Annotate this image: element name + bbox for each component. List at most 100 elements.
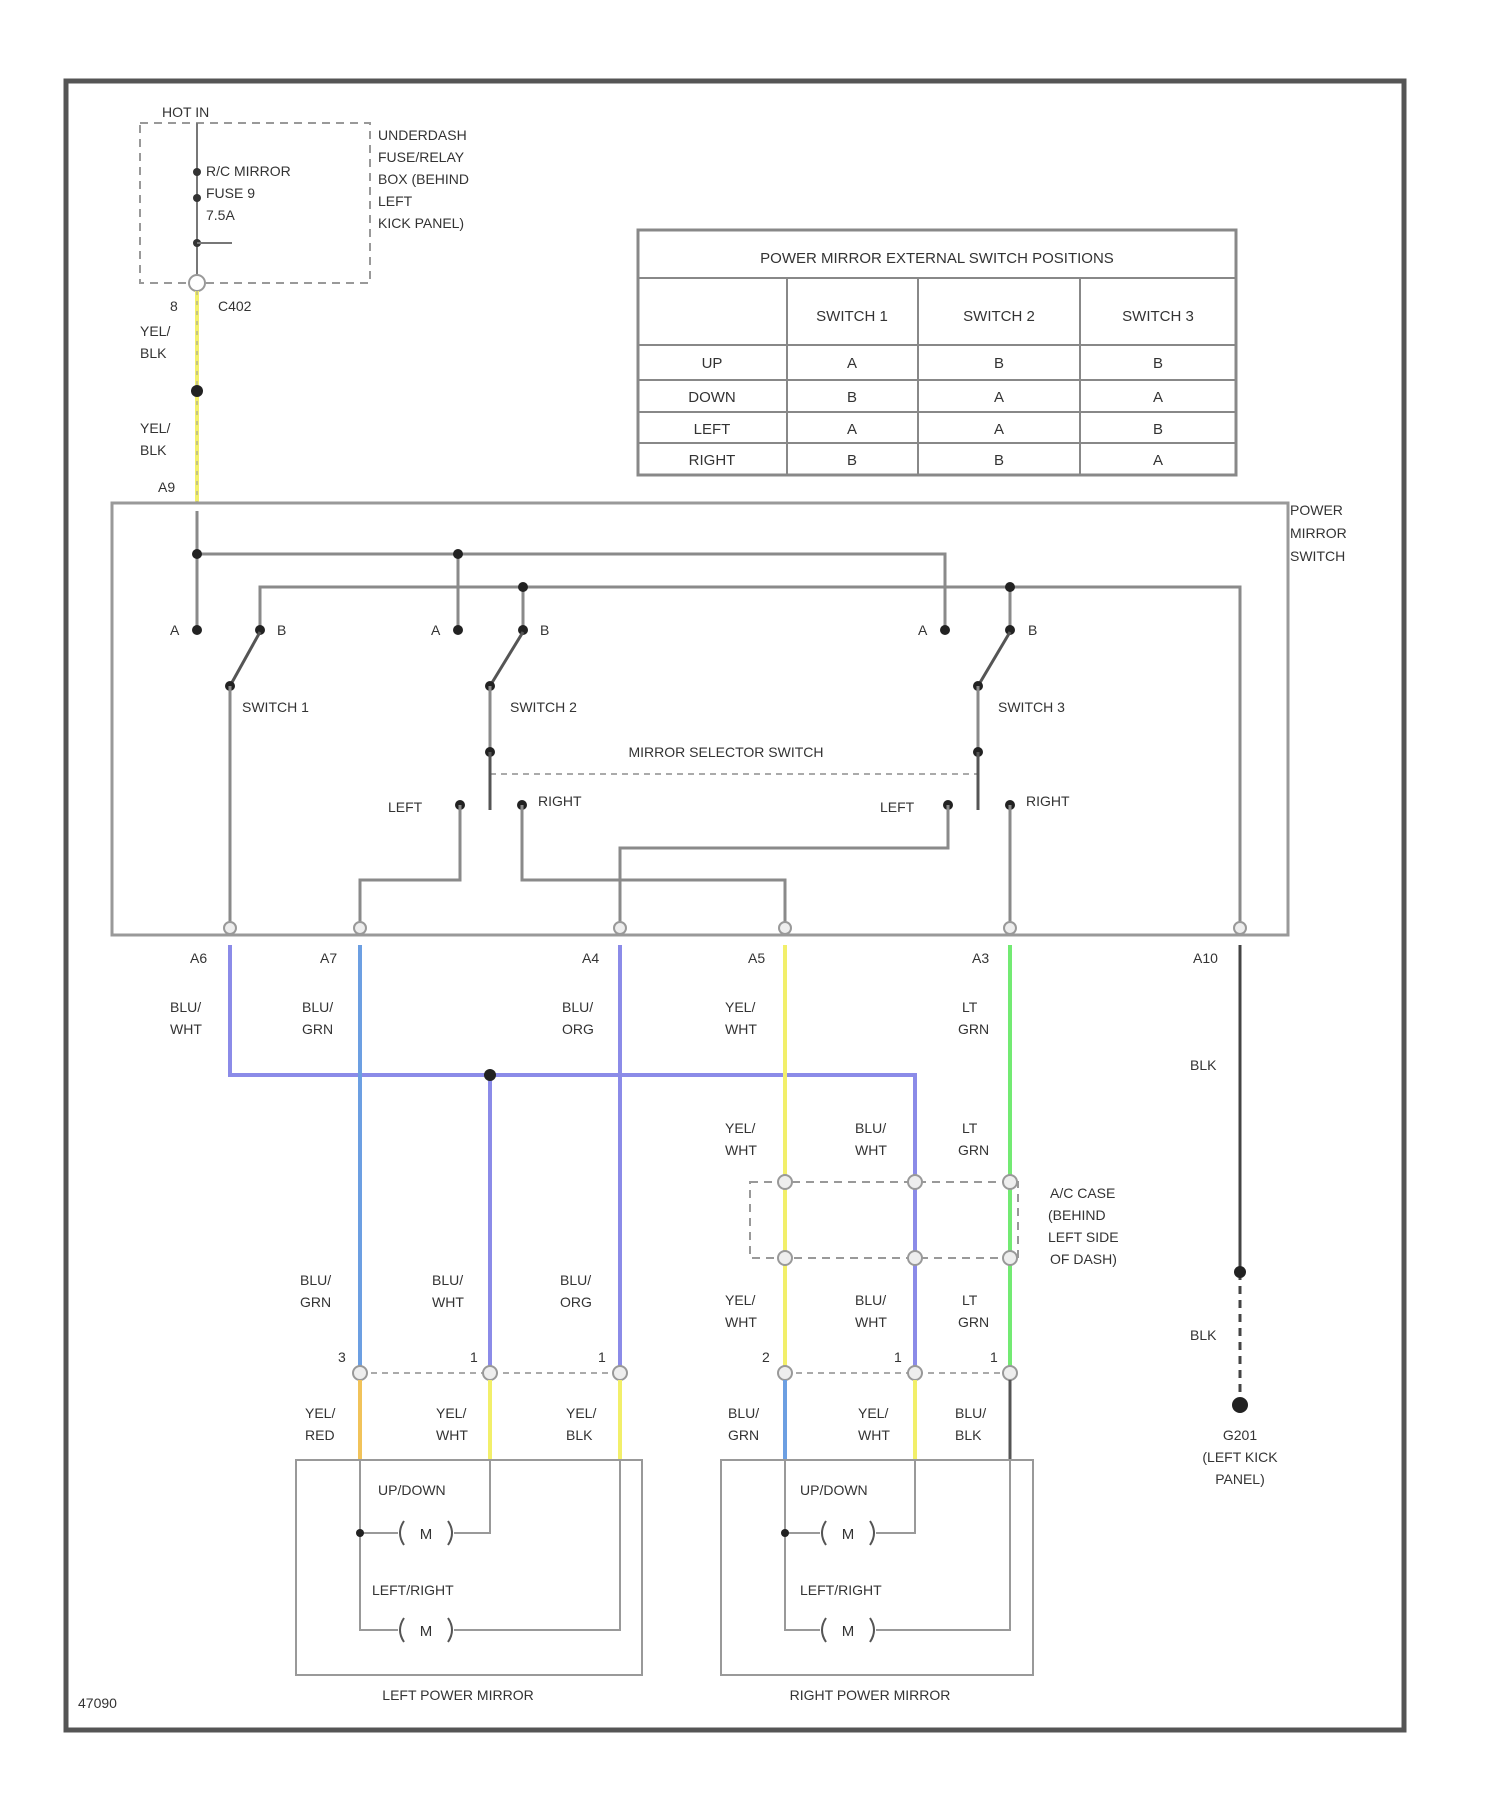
rm-wire-blu-grn-2: GRN [728, 1427, 759, 1443]
feed-pin: A9 [158, 479, 175, 495]
lm-wire-yel-blk-1: YEL/ [566, 1405, 596, 1421]
switch-1-label: SWITCH 1 [242, 699, 309, 715]
pin-a10: A10 [1193, 950, 1218, 966]
right-power-mirror: UP/DOWN LEFT/RIGHT M M RIGHT POWER MIRRO… [721, 1460, 1033, 1703]
switch-3-label: SWITCH 3 [998, 699, 1065, 715]
pms-label-1: POWER [1290, 502, 1343, 518]
pin-a6: A6 [190, 950, 207, 966]
selector-right-label-1: RIGHT [538, 793, 582, 809]
table-cell: DOWN [688, 389, 736, 406]
rm-wire-blu-blk-2: BLK [955, 1427, 982, 1443]
wire-label-l-blu-wht-1: BLU/ [432, 1272, 463, 1288]
wire-label-r-yel-wht-1: YEL/ [725, 1120, 755, 1136]
switch-2-contact-a: A [431, 622, 441, 638]
feed-wire-label-lower-1: YEL/ [140, 420, 170, 436]
wire-label-r2-lt-grn-1: LT [962, 1292, 978, 1308]
right-mirror-title: RIGHT POWER MIRROR [790, 1687, 951, 1703]
wire-label-r2-blu-wht-1: BLU/ [855, 1292, 886, 1308]
selector-left-label-2: LEFT [880, 799, 915, 815]
pms-label-2: MIRROR [1290, 525, 1347, 541]
pms-label-3: SWITCH [1290, 548, 1345, 564]
wire-label-r2-yel-wht-2: WHT [725, 1314, 757, 1330]
svg-text:M: M [420, 1623, 433, 1640]
lm-wire-yel-red-2: RED [305, 1427, 335, 1443]
switch-3-contact-b: B [1028, 622, 1037, 638]
table-cell: B [1153, 421, 1163, 438]
table-cell: RIGHT [689, 452, 736, 469]
wire-label-r-blu-wht-2: WHT [855, 1142, 887, 1158]
footer-code: 47090 [78, 1695, 117, 1711]
wire-label-l-blu-grn-1: BLU/ [300, 1272, 331, 1288]
left-power-mirror: UP/DOWN LEFT/RIGHT M M LEFT POWER MIRROR [296, 1460, 642, 1703]
pin-a5: A5 [748, 950, 765, 966]
wire-label-a4-2: ORG [562, 1021, 594, 1037]
wire-label-a6-2: WHT [170, 1021, 202, 1037]
wire-label-r-lt-grn-2: GRN [958, 1142, 989, 1158]
feed-wire-label-upper-2: BLK [140, 345, 167, 361]
wire-label-a5-1: YEL/ [725, 999, 755, 1015]
wire-label-r2-blu-wht-2: WHT [855, 1314, 887, 1330]
outer-frame [66, 81, 1404, 1730]
table-title: POWER MIRROR EXTERNAL SWITCH POSITIONS [760, 250, 1114, 267]
hot-in-label: HOT IN [162, 104, 209, 120]
wire-label-r-lt-grn-1: LT [962, 1120, 978, 1136]
switch-3-contact-a: A [918, 622, 928, 638]
table-cell: B [994, 452, 1004, 469]
left-mirror-title: LEFT POWER MIRROR [382, 1687, 533, 1703]
fuse-location-4: LEFT [378, 193, 413, 209]
ac-case-label-2: (BEHIND [1048, 1207, 1106, 1223]
fuse-box: HOT IN R/C MIRROR FUSE 9 7.5A UNDERDASH … [140, 104, 469, 314]
table-cell: B [994, 355, 1004, 372]
wire-label-l-blu-wht-2: WHT [432, 1294, 464, 1310]
table-header-switch-3: SWITCH 3 [1122, 308, 1194, 325]
ac-case-label-3: LEFT SIDE [1048, 1229, 1119, 1245]
fuse-pin: 8 [170, 298, 178, 314]
wire-label-l-blu-org-2: ORG [560, 1294, 592, 1310]
table-cell: A [847, 421, 857, 438]
ground-label-3: PANEL) [1215, 1471, 1265, 1487]
fuse-location-2: FUSE/RELAY [378, 149, 465, 165]
selector-right-label-2: RIGHT [1026, 793, 1070, 809]
svg-text:M: M [842, 1623, 855, 1640]
left-conn-pin-3: 1 [598, 1349, 606, 1365]
table-cell: A [994, 389, 1004, 406]
table-cell: B [1153, 355, 1163, 372]
table-header-switch-1: SWITCH 1 [816, 308, 888, 325]
selector-left-label-1: LEFT [388, 799, 423, 815]
rm-wire-blu-grn-1: BLU/ [728, 1405, 759, 1421]
wire-label-a6-1: BLU/ [170, 999, 201, 1015]
wire-label-a3-2: GRN [958, 1021, 989, 1037]
lm-wire-yel-wht-2: WHT [436, 1427, 468, 1443]
feed-wire-label-upper-1: YEL/ [140, 323, 170, 339]
svg-text:M: M [420, 1526, 433, 1543]
lm-wire-yel-red-1: YEL/ [305, 1405, 335, 1421]
right-leftright-motor-icon: M [822, 1618, 874, 1642]
fuse-location-3: BOX (BEHIND [378, 171, 469, 187]
table-cell: A [1153, 389, 1163, 406]
left-conn-pin-1: 3 [338, 1349, 346, 1365]
lm-wire-yel-wht-1: YEL/ [436, 1405, 466, 1421]
fuse-location-5: KICK PANEL) [378, 215, 464, 231]
ground-label-2: (LEFT KICK [1202, 1449, 1278, 1465]
table-cell: B [847, 389, 857, 406]
wire-label-a3-1: LT [962, 999, 978, 1015]
switch-2-label: SWITCH 2 [510, 699, 577, 715]
feed-wire-label-lower-2: BLK [140, 442, 167, 458]
lm-wire-yel-blk-2: BLK [566, 1427, 593, 1443]
table-cell: A [1153, 452, 1163, 469]
right-conn-pin-2: 1 [894, 1349, 902, 1365]
ground-label-1: G201 [1223, 1427, 1257, 1443]
wire-label-a5-2: WHT [725, 1021, 757, 1037]
wire-label-a7-2: GRN [302, 1021, 333, 1037]
switch-1-contact-a: A [170, 622, 180, 638]
left-conn-pin-2: 1 [470, 1349, 478, 1365]
left-mirror-leftright: LEFT/RIGHT [372, 1582, 454, 1598]
left-updown-motor-icon: M [400, 1521, 452, 1545]
switch-1-contact-b: B [277, 622, 286, 638]
fuse-connector: C402 [218, 298, 252, 314]
pin-a4: A4 [582, 950, 599, 966]
table-cell: A [994, 421, 1004, 438]
ac-case-connector: A/C CASE (BEHIND LEFT SIDE OF DASH) [750, 1175, 1119, 1267]
left-leftright-motor-icon: M [400, 1618, 452, 1642]
wire-label-r2-lt-grn-2: GRN [958, 1314, 989, 1330]
